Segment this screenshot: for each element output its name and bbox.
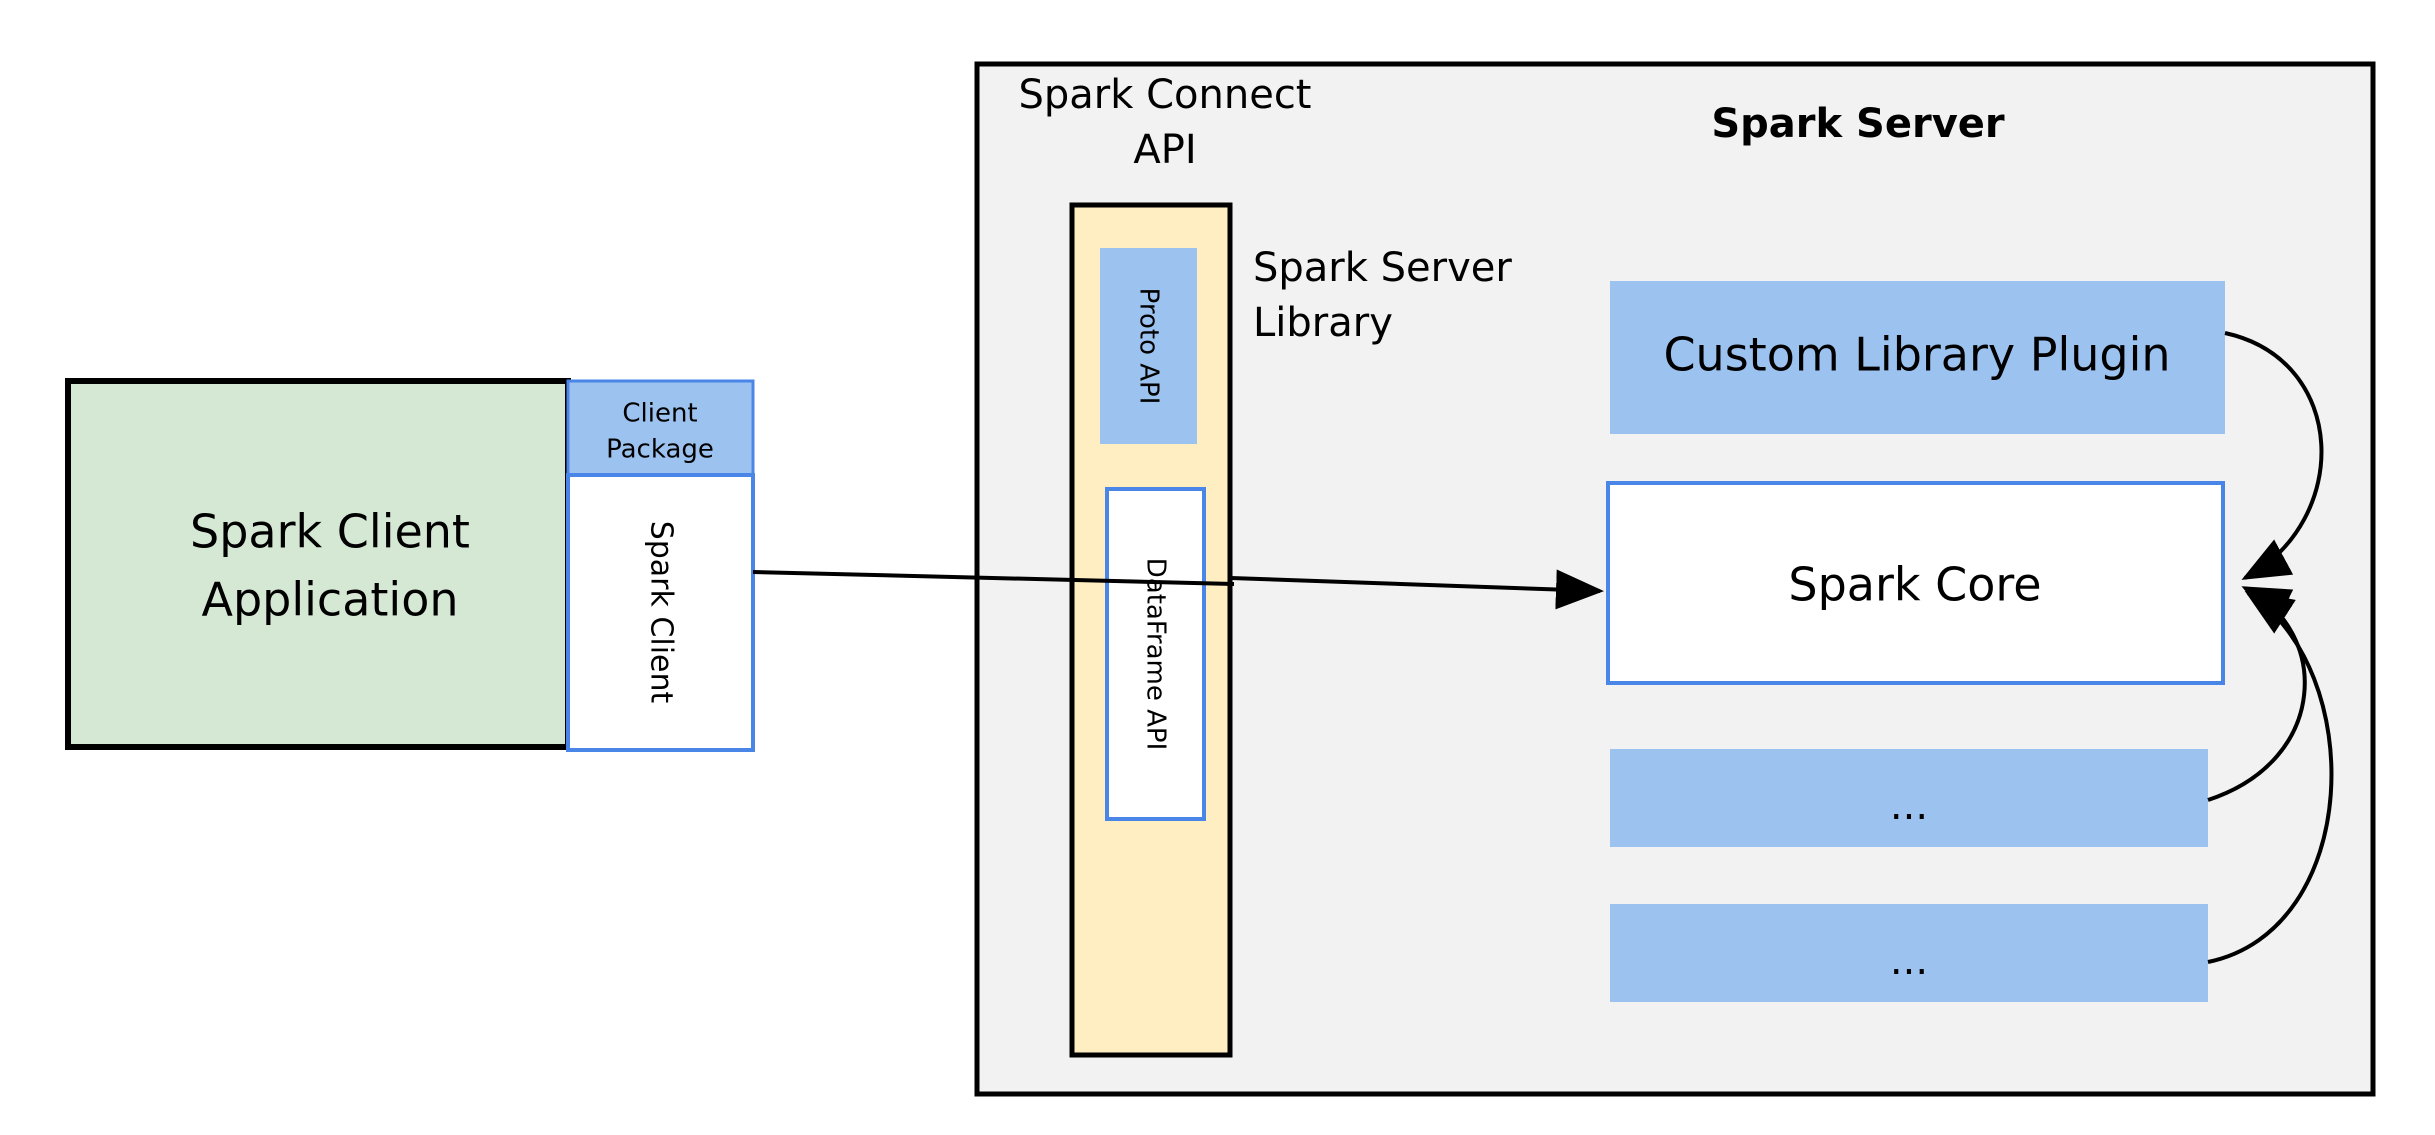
client-package-header[interactable] (566, 379, 755, 477)
ellipsis-box-2-label: ... (1890, 938, 1928, 984)
dataframe-api-box[interactable] (1105, 487, 1206, 821)
spark-server-library-label-line1: Spark Server (1253, 245, 1512, 291)
ellipsis-box-2[interactable] (1610, 904, 2208, 1002)
spark-client-application-box[interactable] (65, 378, 571, 750)
connector-connect-api-to-spark-core (1230, 569, 1604, 610)
ellipsis-box-1[interactable] (1610, 749, 2208, 847)
spark-server-library-label-line2: Library (1253, 300, 1393, 346)
spark-client-application-label-line1: Spark Client (190, 505, 470, 559)
spark-connect-api-label-line1: Spark Connect (1018, 72, 1311, 118)
ellipsis-box-1-label: ... (1890, 783, 1928, 829)
dataframe-api-label: DataFrame API (1141, 558, 1171, 751)
custom-library-plugin-box[interactable] (1610, 281, 2225, 434)
spark-connect-api-label-line2: API (1133, 127, 1196, 173)
custom-library-plugin-label: Custom Library Plugin (1663, 328, 2170, 382)
spark-client-application-label-line2: Application (201, 573, 458, 627)
client-package-label-line2: Package (606, 435, 714, 465)
connector-custom-library-plugin-to-spark-core (2224, 331, 2324, 580)
spark-server-title: Spark Server (1711, 101, 2005, 147)
spark-core-box[interactable] (1606, 481, 2225, 685)
connector-ellipsis-2-to-spark-core (2207, 590, 2334, 964)
proto-api-label: Proto API (1134, 288, 1164, 405)
client-package-label-line1: Client (622, 399, 697, 429)
spark-client-label: Spark Client (644, 521, 679, 704)
spark-core-label: Spark Core (1788, 558, 2041, 612)
spark-client-box[interactable] (566, 473, 755, 752)
connector-client-to-connect-api (752, 570, 1235, 586)
proto-api-box[interactable] (1100, 248, 1197, 444)
